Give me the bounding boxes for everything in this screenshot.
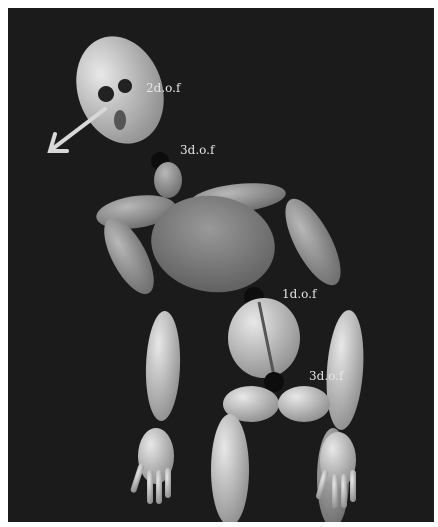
left-leg-segment — [211, 414, 249, 522]
neck-segment — [154, 162, 182, 198]
right-hand — [315, 432, 356, 508]
right-upper-arm — [275, 191, 352, 293]
left-forearm — [144, 310, 182, 421]
arrow-icon — [50, 109, 105, 151]
eye-right — [118, 79, 132, 93]
right-thigh-segment — [278, 386, 330, 422]
articulated-body-figure: 2d.o.f 3d.o.f 1d.o.f 3d.o.f — [8, 8, 434, 522]
neck-dof-label: 3d.o.f — [180, 143, 216, 157]
hip-dof-label: 3d.o.f — [309, 369, 345, 383]
eye-left — [98, 86, 114, 102]
head-dof-label: 2d.o.f — [146, 81, 182, 95]
left-hand — [130, 428, 174, 504]
abdomen-segment — [228, 298, 300, 378]
hip-joint — [264, 372, 284, 392]
nose — [114, 110, 126, 130]
waist-dof-label: 1d.o.f — [282, 287, 318, 301]
image-frame: 2d.o.f 3d.o.f 1d.o.f 3d.o.f — [8, 8, 434, 522]
